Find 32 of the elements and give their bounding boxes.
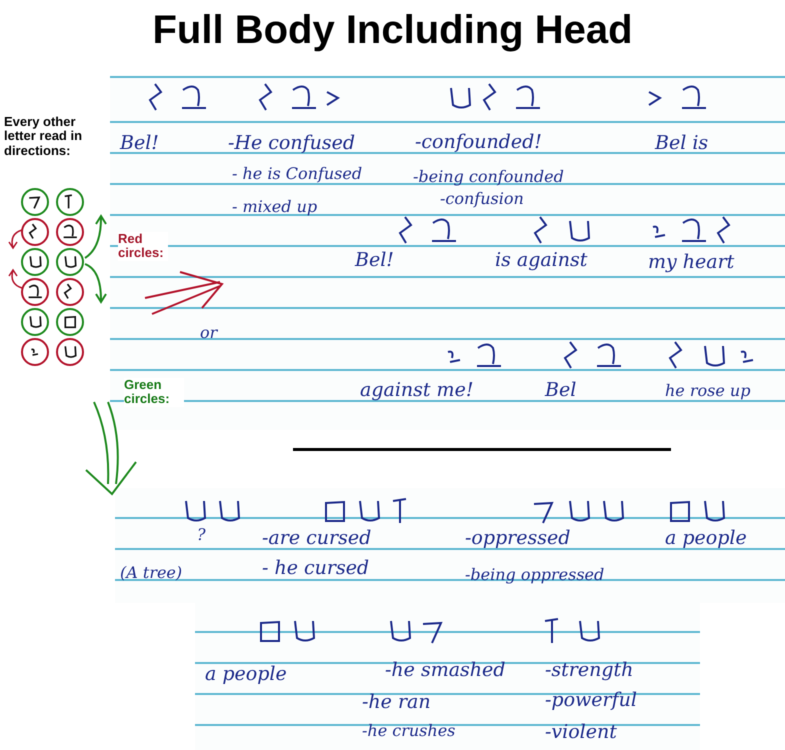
handwritten-note: is against <box>495 250 588 271</box>
handwritten-note: -being oppressed <box>465 566 604 584</box>
handwritten-note: -powerful <box>545 690 637 711</box>
handwritten-note: Bel is <box>655 133 708 154</box>
handwritten-note: my heart <box>648 252 734 273</box>
handwritten-note: -He confused <box>228 133 356 154</box>
handwritten-note: Bel! <box>120 133 159 154</box>
handwritten-note: a people <box>205 664 287 685</box>
handwritten-note: -confusion <box>440 190 524 208</box>
caption-text: Red circles: <box>118 232 168 261</box>
handwritten-note: -he ran <box>362 692 431 713</box>
handwritten-note: he rose up <box>665 382 750 400</box>
handwritten-note: -confounded! <box>415 132 542 153</box>
handwritten-note: a people <box>665 528 747 549</box>
handwritten-note: -oppressed <box>465 528 570 549</box>
handwritten-note: -being confounded <box>413 168 564 186</box>
handwritten-note: - he is Confused <box>232 165 362 183</box>
handwritten-note: or <box>200 324 218 342</box>
handwritten-note: -he crushes <box>362 722 456 740</box>
handwritten-note: ? <box>197 526 206 544</box>
handwritten-note: -violent <box>545 722 617 743</box>
handwritten-note: -he smashed <box>385 660 506 681</box>
handwritten-note: against me! <box>360 380 474 401</box>
handwritten-note: - mixed up <box>232 198 318 216</box>
caption-text: Green circles: <box>124 378 184 407</box>
handwritten-note: -are cursed <box>262 528 372 549</box>
title: Full Body Including Head <box>152 8 634 52</box>
handwritten-note: (A tree) <box>120 564 182 582</box>
handwritten-note: Bel <box>545 380 576 401</box>
handwritten-note: -strength <box>545 660 634 681</box>
handwritten-note: - he cursed <box>262 558 370 579</box>
handwritten-note: Bel! <box>355 250 394 271</box>
